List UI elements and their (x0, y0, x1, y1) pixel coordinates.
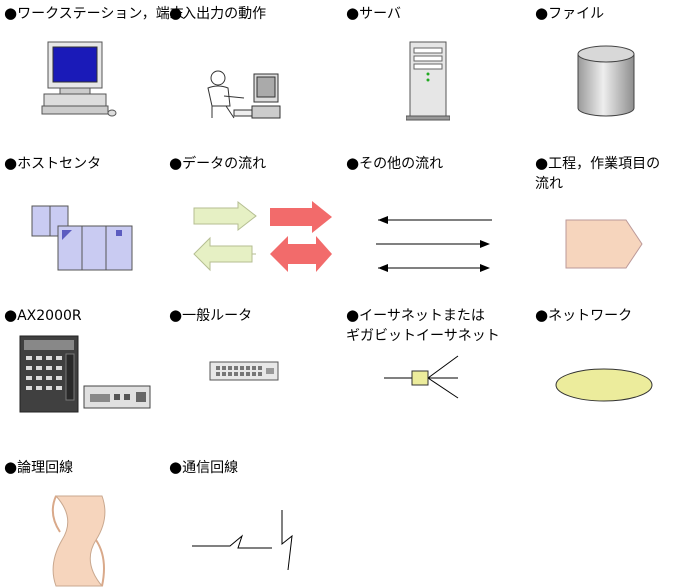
legend-label: データの流れ (182, 156, 267, 172)
logical-line-icon (51, 495, 106, 587)
legend-label: サーバ (359, 6, 401, 22)
bullet: ● (535, 154, 549, 172)
legend-label: AX2000R (17, 308, 82, 324)
file-cylinder-icon (577, 45, 635, 117)
communication-line-icon (192, 510, 293, 571)
bullet: ● (346, 4, 360, 22)
legend-label: 通信回線 (182, 460, 239, 476)
network-ellipse-icon (555, 368, 653, 402)
legend-label: イーサネットまたは ギガビットイーサネット (346, 308, 500, 344)
bullet: ● (169, 458, 183, 476)
bullet: ● (4, 306, 18, 324)
legend-label: ネットワーク (548, 308, 633, 324)
bullet: ● (535, 4, 549, 22)
legend-label: ホストセンタ (17, 156, 102, 172)
bullet: ● (169, 154, 183, 172)
data-flow-arrows-icon (193, 200, 332, 272)
server-tower-icon (406, 41, 450, 121)
legend-label: ファイル (548, 6, 605, 22)
bullet: ● (4, 4, 18, 22)
process-pentagon-icon (565, 219, 643, 269)
other-flow-arrows-icon (376, 216, 492, 272)
ax2000r-chassis-icon (19, 335, 151, 413)
legend-label: その他の流れ (359, 156, 444, 172)
host-center-icon (31, 205, 133, 271)
bullet: ● (535, 306, 549, 324)
ethernet-hub-icon (384, 355, 459, 399)
legend-label: 入出力の動作 (182, 6, 267, 22)
bullet: ● (4, 458, 18, 476)
router-icon (209, 361, 279, 381)
bullet: ● (346, 306, 360, 324)
bullet: ● (4, 154, 18, 172)
bullet: ● (346, 154, 360, 172)
bullet: ● (169, 306, 183, 324)
legend-label: 論理回線 (17, 460, 74, 476)
bullet: ● (169, 4, 183, 22)
legend-label: 一般ルータ (182, 308, 253, 324)
operator-terminal-icon (207, 70, 281, 119)
workstation-icon (41, 41, 117, 117)
legend-label: 工程，作業項目の 流れ (535, 156, 661, 192)
legend-label: ワークステーション，端末 (17, 6, 184, 22)
